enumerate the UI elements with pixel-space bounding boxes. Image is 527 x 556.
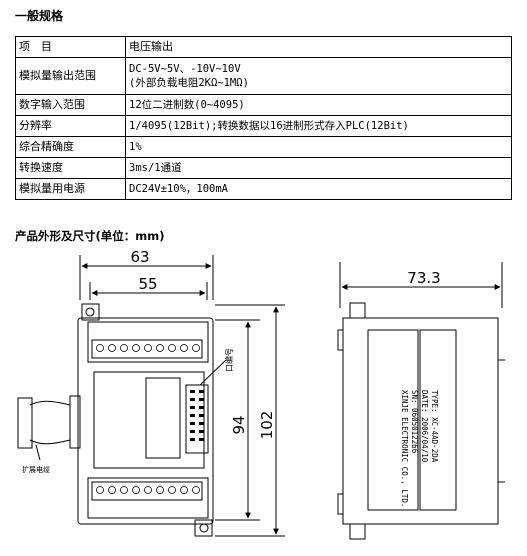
- dim-55-label: 55: [138, 275, 157, 293]
- table-row: 模拟量用电源 DC24V±10%，100mA: [15, 178, 512, 200]
- row-value-line2: (外部负载电阻2KΩ~1MΩ): [129, 77, 249, 89]
- heading-general-spec: 一般规格: [15, 9, 64, 23]
- side-label-line: XINJE ELECTRONIC CO., LTD.: [400, 390, 409, 507]
- row-key: 数字输入范围: [15, 94, 126, 116]
- side-label-line: TYPE: XC-4AD-2DA: [430, 390, 439, 463]
- dim-63-label: 63: [130, 248, 149, 266]
- row-key: 模拟量用电源: [15, 178, 126, 200]
- side-label-line: DATE: 2006/04/10: [420, 390, 429, 463]
- dim-94-label: 94: [230, 415, 248, 434]
- row-key: 综合精确度: [15, 136, 126, 158]
- heading-dimensions: 产品外形及尺寸(单位：mm): [15, 229, 165, 243]
- table-row: 分辨率 1/4095(12Bit);转换数据以16进制形式存入PLC(12Bit…: [15, 115, 512, 137]
- table-row: 模拟量输出范围 DC-5V~5V、-10V~10V (外部负载电阻2KΩ~1MΩ…: [15, 57, 512, 95]
- side-label-line: SN: 0605012266: [410, 390, 419, 454]
- cable-label: 扩展电缆: [22, 465, 50, 474]
- spec-table: 项 目 电压输出 模拟量输出范围 DC-5V~5V、-10V~10V (外部负载…: [15, 36, 512, 200]
- row-value: DC24V±10%，100mA: [125, 178, 512, 200]
- table-row: 综合精确度 1%: [15, 136, 512, 158]
- row-key: 模拟量输出范围: [15, 57, 126, 95]
- dim-73-label: 73.3: [407, 269, 440, 287]
- table-row: 项 目 电压输出: [15, 36, 512, 58]
- port-label: 口编号: [224, 348, 234, 372]
- row-value: DC-5V~5V、-10V~10V (外部负载电阻2KΩ~1MΩ): [125, 57, 512, 95]
- dim-102-label: 102: [258, 411, 276, 440]
- row-value-line1: DC-5V~5V、-10V~10V: [129, 63, 241, 75]
